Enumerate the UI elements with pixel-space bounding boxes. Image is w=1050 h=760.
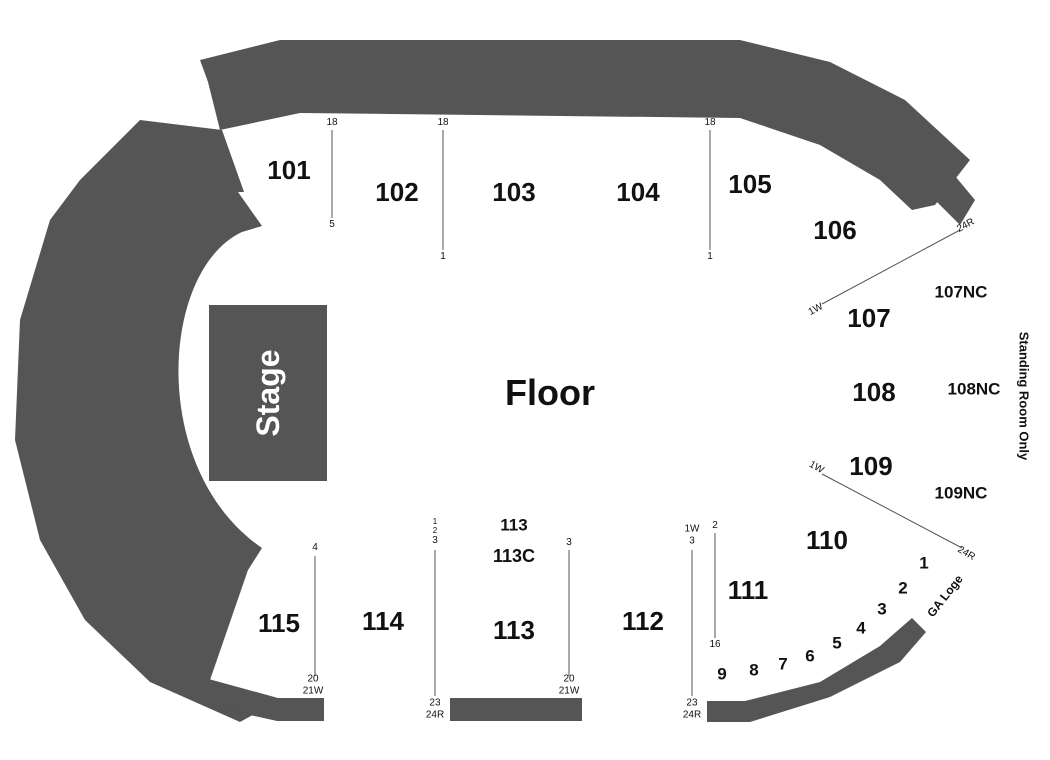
row-marker: 1W: [684, 523, 700, 535]
upper-concourse-end: [935, 170, 975, 225]
floor-label[interactable]: Floor: [505, 372, 595, 413]
section-102[interactable]: 102: [375, 177, 419, 207]
divider-106-107: [821, 229, 961, 305]
row-marker: 24R: [682, 709, 702, 720]
row-marker: 1: [432, 517, 438, 527]
row-marker: 1: [440, 251, 446, 262]
row-marker: 1: [707, 251, 713, 262]
row-marker: 18: [704, 117, 716, 128]
section-113-upper[interactable]: 113: [500, 515, 528, 535]
section-113[interactable]: 113: [493, 615, 535, 645]
row-marker: 18: [326, 117, 338, 128]
section-108[interactable]: 108: [852, 377, 896, 407]
loge-box-7[interactable]: 7: [778, 654, 788, 674]
standing-room-label: Standing Room Only: [1016, 331, 1032, 461]
loge-box-5[interactable]: 5: [832, 633, 842, 653]
row-marker-pair: 23 24R: [426, 698, 444, 721]
row-marker: 3: [689, 535, 695, 546]
upper-concourse-top: [200, 40, 970, 210]
row-marker-pair: 20 21W: [303, 674, 324, 697]
loge-box-2[interactable]: 2: [898, 578, 908, 598]
loge-box-3[interactable]: 3: [877, 599, 887, 619]
section-105[interactable]: 105: [728, 169, 772, 199]
row-marker: 23: [686, 697, 698, 709]
section-112[interactable]: 112: [622, 606, 664, 636]
stage-label: Stage: [250, 349, 286, 437]
left-stands: [15, 120, 280, 722]
row-marker: 20: [563, 673, 575, 685]
row-marker: 24R: [425, 709, 445, 720]
bottom-center-rail: [450, 698, 582, 721]
bottom-left-rail: [205, 678, 324, 721]
loge-box-9[interactable]: 9: [717, 664, 727, 684]
ga-loge-rail: [707, 618, 926, 722]
section-106[interactable]: 106: [813, 215, 857, 245]
row-marker: 18: [437, 117, 449, 128]
section-107[interactable]: 107: [847, 303, 891, 333]
loge-box-4[interactable]: 4: [856, 618, 866, 638]
row-marker: 3: [566, 537, 572, 548]
row-marker: 5: [329, 219, 335, 230]
section-114[interactable]: 114: [362, 606, 404, 636]
row-marker: 2: [712, 520, 718, 531]
row-marker-pair: 23 24R: [683, 698, 701, 721]
section-111[interactable]: 111: [727, 575, 769, 605]
section-115[interactable]: 115: [258, 608, 300, 638]
section-101[interactable]: 101: [267, 155, 311, 185]
section-108nc[interactable]: 108NC: [947, 379, 1001, 399]
row-marker: 21W: [558, 685, 580, 696]
loge-box-1[interactable]: 1: [919, 553, 929, 573]
row-marker-pair: 20 21W: [559, 674, 580, 697]
stage-block[interactable]: [209, 305, 327, 481]
section-104[interactable]: 104: [616, 177, 660, 207]
divider-109-110: [821, 473, 963, 549]
section-103[interactable]: 103: [492, 177, 536, 207]
row-marker: 20: [307, 673, 319, 685]
loge-box-6[interactable]: 6: [805, 646, 815, 666]
section-109[interactable]: 109: [849, 451, 893, 481]
row-marker: 4: [312, 542, 318, 553]
row-marker: 23: [429, 697, 441, 709]
row-marker-stack: 1 2 3: [432, 517, 438, 547]
row-marker: 2: [432, 526, 438, 536]
row-marker: 16: [709, 639, 721, 650]
section-109nc[interactable]: 109NC: [934, 483, 988, 503]
section-110[interactable]: 110: [806, 525, 848, 555]
section-113c[interactable]: 113C: [492, 546, 536, 566]
row-marker-pair: 1W 3: [685, 524, 700, 547]
loge-box-8[interactable]: 8: [749, 660, 759, 680]
row-marker: 3: [432, 535, 438, 547]
row-marker: 21W: [302, 685, 324, 696]
section-107nc[interactable]: 107NC: [934, 282, 988, 302]
